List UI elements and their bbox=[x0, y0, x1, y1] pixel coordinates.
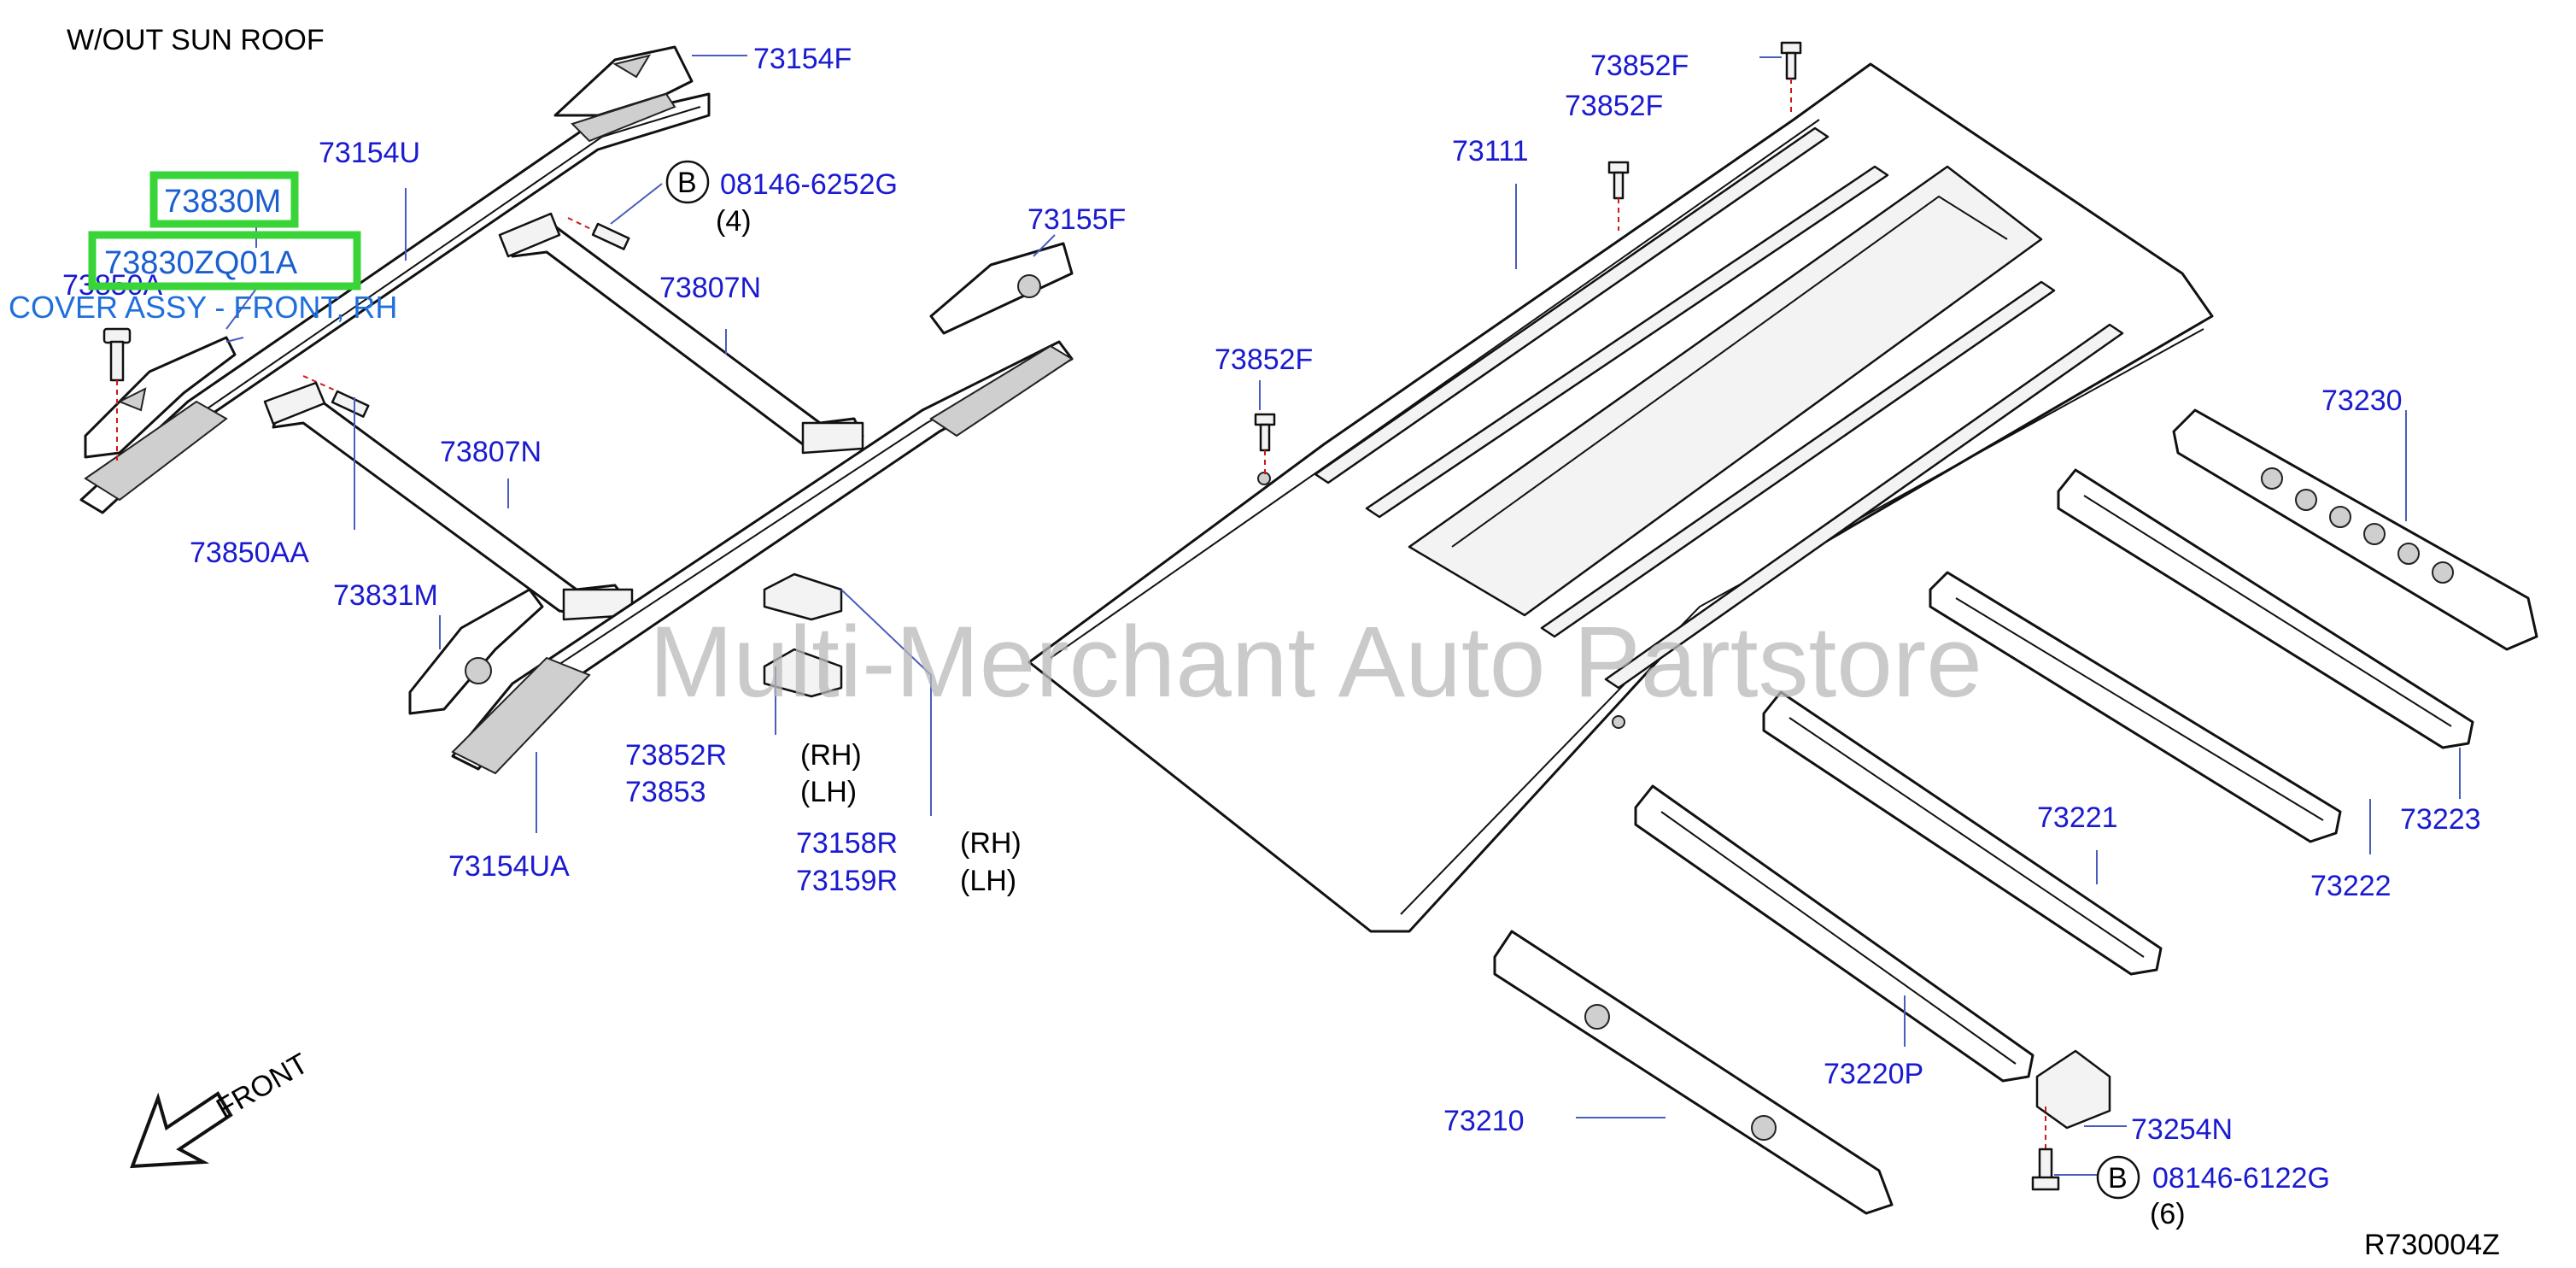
bolt-marker-b-1-text: B bbox=[677, 167, 697, 199]
front-arrow-label: FRONT bbox=[211, 1047, 313, 1124]
diagram-code: R730004Z bbox=[2364, 1229, 2500, 1261]
highlight-replacement-number: 73830ZQ01A bbox=[104, 245, 298, 281]
arrow-icon bbox=[130, 1091, 233, 1169]
bolt-08146-6252g[interactable] bbox=[302, 217, 630, 418]
roof-rail-assembly bbox=[79, 45, 1074, 775]
label-73154f: 73154F bbox=[753, 43, 852, 75]
label-73210: 73210 bbox=[1443, 1105, 1525, 1137]
cover-assy-front-rh[interactable] bbox=[84, 336, 237, 459]
leader-lines bbox=[225, 55, 2461, 1176]
label-73852f-top: 73852F bbox=[1590, 50, 1689, 82]
label-73154ua: 73154UA bbox=[448, 850, 570, 883]
roof-clip-73852f[interactable] bbox=[1254, 41, 1802, 478]
label-73154u: 73154U bbox=[319, 137, 420, 169]
cover-front-lh[interactable] bbox=[408, 588, 544, 715]
label-73807n-lower: 73807N bbox=[440, 436, 542, 468]
label-08146-6122g: 08146-6122G bbox=[2152, 1162, 2330, 1195]
highlighted-part-callout[interactable]: 73830M 73830ZQ01A COVER ASSY - FRONT, RH bbox=[9, 171, 397, 325]
label-lh-1: (LH) bbox=[800, 776, 857, 808]
front-header-73210[interactable] bbox=[1493, 930, 1894, 1215]
label-73158r: 73158R bbox=[796, 827, 898, 860]
highlight-box-part-number bbox=[149, 171, 299, 228]
label-73223: 73223 bbox=[2400, 803, 2481, 836]
label-73254n: 73254N bbox=[2131, 1113, 2233, 1146]
front-direction-arrow: FRONT bbox=[130, 1047, 313, 1169]
rail-cap-73853[interactable] bbox=[763, 648, 843, 698]
label-73850aa: 73850AA bbox=[190, 537, 309, 569]
rail-lower-bracket-rear bbox=[929, 344, 1074, 437]
label-qty-6: (6) bbox=[2150, 1198, 2186, 1230]
cross-bar-upper[interactable] bbox=[511, 225, 864, 450]
rear-header-holes bbox=[2261, 467, 2454, 584]
label-08146-6252g: 08146-6252G bbox=[720, 168, 898, 201]
roof-bow-73220p[interactable] bbox=[1634, 784, 2034, 1083]
label-73221: 73221 bbox=[2037, 801, 2118, 834]
rail-lower-bracket-front bbox=[451, 656, 591, 775]
label-73807n-upper: 73807N bbox=[659, 272, 761, 304]
rail-upper-bracket bbox=[84, 400, 228, 502]
label-rh-1: (RH) bbox=[800, 739, 862, 772]
bolt-marker-b-2 bbox=[2096, 1155, 2140, 1200]
label-73111: 73111 bbox=[1452, 135, 1529, 167]
label-73853: 73853 bbox=[625, 776, 706, 808]
cross-bar-lower[interactable] bbox=[272, 396, 629, 617]
roof-bow-73221[interactable] bbox=[1762, 690, 2163, 976]
label-73222: 73222 bbox=[2310, 870, 2392, 902]
watermark: Multi-Merchant Auto Partstore bbox=[649, 606, 1982, 719]
label-73220p: 73220P bbox=[1824, 1058, 1923, 1090]
rail-end-cover-front[interactable] bbox=[929, 242, 1074, 335]
highlight-description: COVER ASSY - FRONT, RH bbox=[9, 290, 397, 325]
label-qty-4: (4) bbox=[716, 205, 752, 238]
label-73852f-mid: 73852F bbox=[1565, 90, 1663, 122]
label-73852f-left: 73852F bbox=[1215, 343, 1313, 376]
bolt-08146-6122g[interactable] bbox=[2031, 1107, 2060, 1191]
rear-header-73230[interactable] bbox=[2172, 408, 2538, 651]
bolt-73850a[interactable] bbox=[102, 327, 132, 461]
highlight-part-number: 73830M bbox=[164, 184, 281, 220]
label-rh-2: (RH) bbox=[960, 827, 1022, 860]
label-lh-2: (LH) bbox=[960, 865, 1016, 897]
rail-cap-73852r[interactable] bbox=[763, 572, 843, 621]
bracket-73254n[interactable] bbox=[2035, 1049, 2111, 1130]
label-73155f: 73155F bbox=[1027, 203, 1126, 236]
label-73159r: 73159R bbox=[796, 865, 898, 897]
roof-panel[interactable] bbox=[1027, 41, 2214, 933]
bolt-marker-b-2-text: B bbox=[2108, 1162, 2128, 1195]
highlight-box-replacement bbox=[88, 231, 361, 291]
label-73831m: 73831M bbox=[333, 579, 438, 612]
label-73852r: 73852R bbox=[625, 739, 727, 772]
sunroof-condition-label: W/OUT SUN ROOF bbox=[67, 24, 325, 56]
bolt-marker-b-1 bbox=[665, 160, 710, 204]
label-73230: 73230 bbox=[2321, 385, 2403, 417]
